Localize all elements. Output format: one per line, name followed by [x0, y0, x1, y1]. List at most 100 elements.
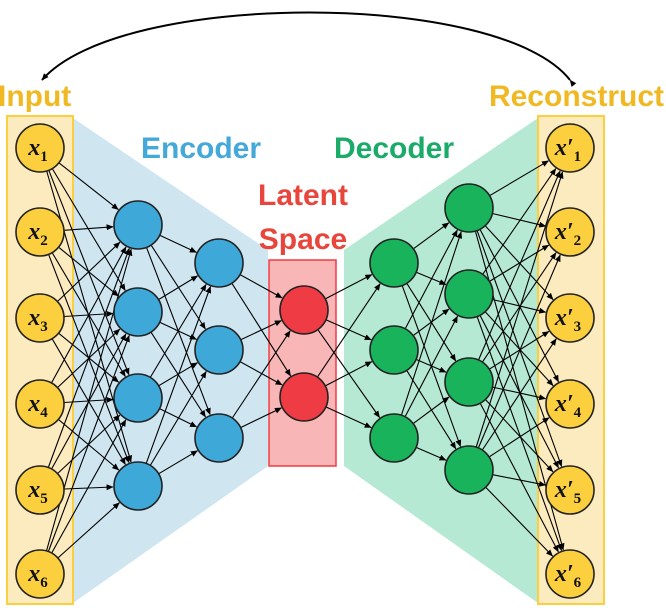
connection-arrow — [51, 246, 127, 384]
encoder-layer1-node — [113, 461, 163, 511]
connection-arrow — [476, 316, 563, 551]
latent-node — [279, 285, 329, 335]
connection-arrow — [316, 283, 381, 378]
connection-arrow — [231, 330, 291, 419]
decoder-layer2-node — [444, 445, 494, 495]
node-variable: x — [27, 305, 40, 331]
encoder-label: Encoder — [141, 132, 261, 165]
node-subscript: 3 — [574, 319, 582, 335]
output-node-label: x′4 — [554, 391, 582, 421]
node-subscript: 6 — [40, 575, 48, 591]
node-variable: x′ — [554, 477, 574, 503]
input-node-label: x5 — [27, 477, 48, 507]
connection-arrow — [412, 308, 450, 337]
connection-arrow — [415, 446, 447, 461]
connection-arrow — [325, 406, 372, 429]
connection-arrow — [145, 286, 212, 464]
connection-arrow — [239, 361, 283, 386]
connection-arrow — [400, 231, 463, 416]
input-node-label: x1 — [27, 135, 48, 165]
connection-arrow — [412, 396, 450, 425]
node-subscript: 4 — [574, 405, 582, 421]
connection-arrow — [404, 315, 458, 417]
node-subscript: 5 — [574, 491, 582, 507]
connection-arrow — [484, 399, 554, 473]
node-variable: x′ — [554, 561, 574, 587]
decoder-layer1-node — [369, 238, 419, 288]
connection-arrow — [482, 168, 557, 275]
output-node — [545, 293, 595, 343]
output-node-label: x′2 — [554, 219, 581, 249]
node-subscript: 3 — [40, 319, 48, 335]
decoder-layer1-node — [369, 325, 419, 375]
latent-label-line1: Latent — [258, 179, 348, 212]
connection-arrow — [492, 386, 547, 401]
connection-arrow — [485, 486, 553, 557]
connection-arrow — [63, 224, 114, 231]
node-variable: x′ — [554, 391, 574, 417]
decoder-layer2-node — [444, 357, 494, 407]
node-variable: x — [27, 219, 40, 245]
input-node — [15, 293, 65, 343]
node-variable: x — [27, 477, 40, 503]
decoder-layer2-node — [444, 183, 494, 233]
connection-arrow — [477, 254, 561, 449]
node-variable: x′ — [554, 305, 574, 331]
output-node — [545, 207, 595, 257]
encoder-layer1-node — [113, 287, 163, 337]
output-node — [545, 549, 595, 599]
connection-arrow — [415, 271, 447, 286]
connection-arrow — [475, 171, 564, 448]
labels: Input Reconstruct Encoder Decoder Latent… — [0, 80, 664, 256]
output-node — [545, 379, 595, 429]
connection-arrow — [413, 222, 450, 250]
input-node-label: x6 — [27, 561, 48, 591]
connection-arrow — [325, 274, 373, 300]
node-subscript: 1 — [574, 149, 582, 165]
decoder-layer2-node — [444, 269, 494, 319]
input-node — [15, 123, 65, 173]
node-variable: x′ — [554, 135, 574, 161]
decoder-layer1-node — [369, 413, 419, 463]
encoder-layer1-node — [113, 373, 163, 423]
connection-arrow — [158, 450, 198, 475]
connection-arrow — [488, 417, 550, 458]
input-node-label: x4 — [27, 391, 48, 421]
connection-arrow — [149, 283, 207, 378]
node-subscript: 6 — [574, 575, 582, 591]
node-variable: x — [27, 391, 40, 417]
connection-arrow — [57, 241, 121, 302]
connection-arrow — [57, 502, 120, 559]
connection-arrow — [481, 338, 557, 451]
connection-arrow — [489, 244, 550, 282]
output-node-label: x′1 — [554, 135, 581, 165]
connection-arrow — [240, 320, 282, 341]
encoder-layer1-node — [113, 200, 163, 250]
input-node — [15, 207, 65, 257]
node-variable: x′ — [554, 219, 574, 245]
connection-arrow — [240, 407, 282, 429]
node-subscript: 1 — [40, 149, 48, 165]
latent-label-line2: Space — [259, 223, 347, 256]
node-subscript: 5 — [40, 491, 48, 507]
connection-arrow — [484, 311, 554, 386]
input-node-label: x3 — [27, 305, 48, 335]
output-node-label: x′6 — [554, 561, 582, 591]
node-subscript: 2 — [574, 233, 582, 249]
network-connections — [45, 160, 565, 559]
latent-node — [279, 372, 329, 422]
connection-arrow — [492, 474, 546, 487]
input-label: Input — [0, 80, 71, 113]
output-node — [545, 465, 595, 515]
output-node-label: x′3 — [554, 305, 581, 335]
input-node — [15, 549, 65, 599]
connection-arrow — [239, 274, 283, 299]
node-variable: x — [27, 135, 40, 161]
connection-arrow — [404, 229, 458, 330]
connection-arrow — [47, 334, 130, 552]
encoder-layer2-node — [194, 413, 244, 463]
connection-arrow — [159, 234, 197, 253]
decoder-label: Decoder — [334, 132, 454, 165]
